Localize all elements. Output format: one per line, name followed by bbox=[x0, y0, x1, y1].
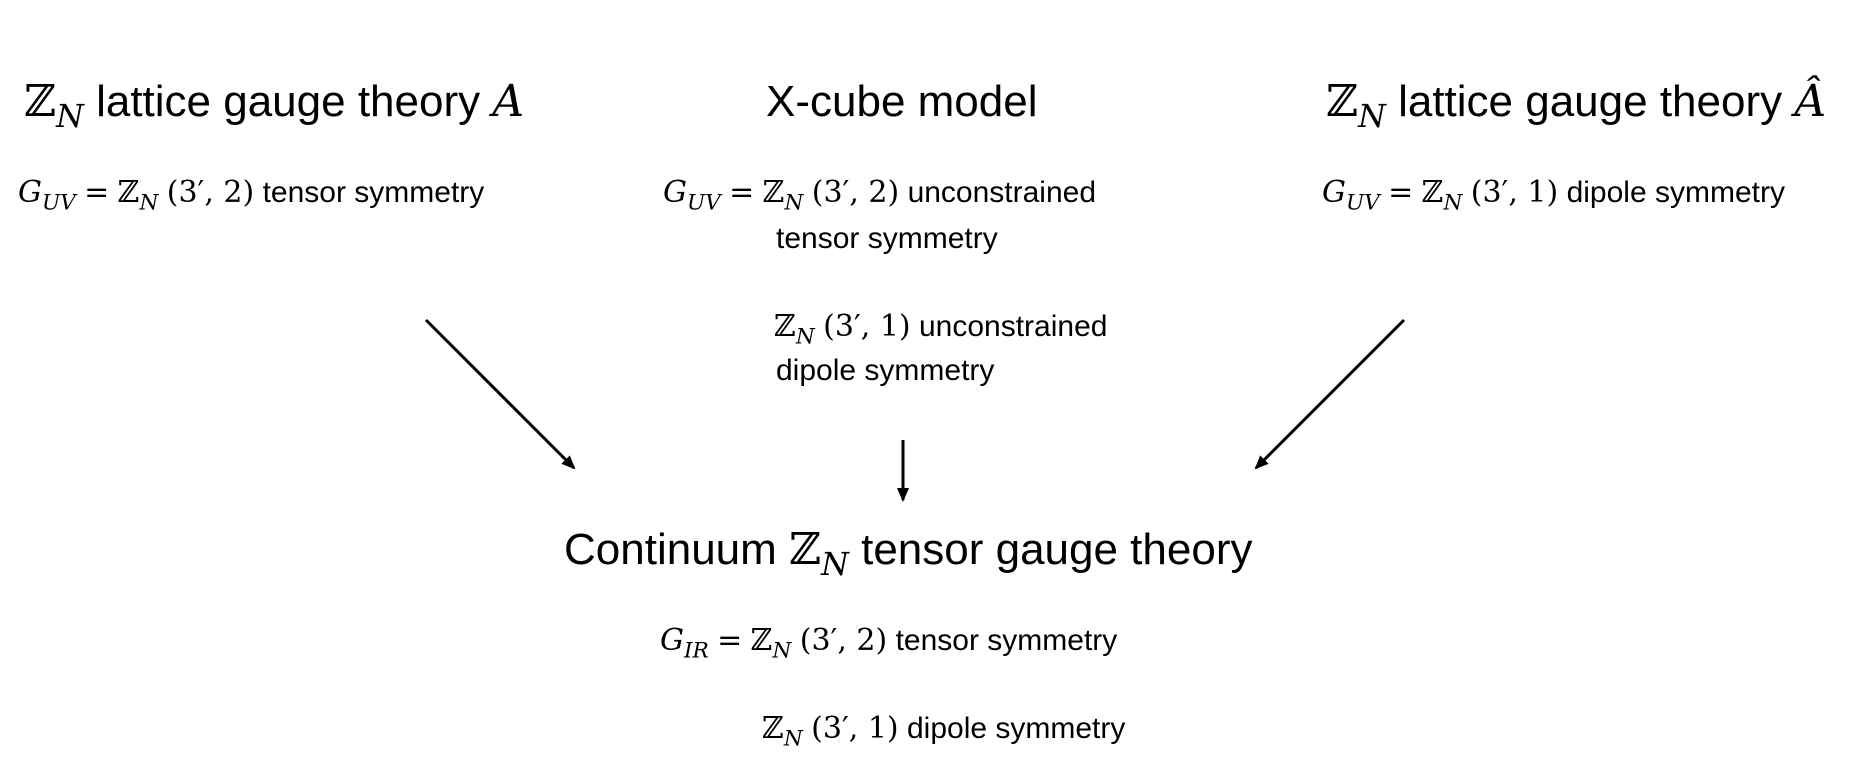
left-title-text: lattice gauge theory bbox=[96, 77, 481, 126]
left-field-symbol: A bbox=[492, 76, 525, 127]
g-symbol: G bbox=[663, 175, 687, 210]
g-symbol: G bbox=[660, 623, 684, 658]
left-symmetry-text: tensor symmetry bbox=[262, 176, 485, 209]
right-title: ℤN lattice gauge theory Â bbox=[1326, 80, 1826, 134]
bottom-line1-charge: (3′, 2) bbox=[799, 623, 888, 658]
bottom-line-1: GIR = ℤN (3′, 2) tensor symmetry bbox=[660, 626, 1117, 662]
center-line-3: ℤN (3′, 1) unconstrained bbox=[774, 312, 1107, 348]
bottom-line1-text: tensor symmetry bbox=[895, 624, 1118, 657]
uv-subscript: UV bbox=[686, 190, 721, 216]
n-subscript: N bbox=[772, 638, 792, 664]
right-symmetry-text: dipole symmetry bbox=[1566, 176, 1785, 209]
zn-symbol: ℤ bbox=[1326, 76, 1359, 127]
zn-symbol: ℤ bbox=[789, 524, 822, 575]
ir-subscript: IR bbox=[683, 638, 709, 664]
left-title: ℤN lattice gauge theory A bbox=[24, 80, 524, 134]
g-symbol: G bbox=[1322, 175, 1346, 210]
right-title-text: lattice gauge theory bbox=[1398, 77, 1783, 126]
bottom-line2-charge: (3′, 1) bbox=[811, 711, 899, 746]
zn-symbol: ℤ bbox=[117, 175, 140, 210]
center-line3-charge: (3′, 1) bbox=[823, 309, 911, 344]
left-symmetry-line: GUV = ℤN (3′, 2) tensor symmetry bbox=[18, 178, 484, 214]
uv-subscript: UV bbox=[1345, 190, 1380, 216]
zn-symbol: ℤ bbox=[762, 175, 785, 210]
n-subscript: N bbox=[1358, 99, 1386, 136]
n-subscript: N bbox=[139, 190, 159, 216]
equals-sign: = bbox=[1388, 175, 1414, 210]
center-title: X-cube model bbox=[766, 77, 1038, 126]
right-symmetry-line: GUV = ℤN (3′, 1) dipole symmetry bbox=[1322, 178, 1785, 214]
center-line-2: tensor symmetry bbox=[776, 222, 998, 255]
zn-symbol: ℤ bbox=[750, 623, 773, 658]
bottom-title-prefix: Continuum bbox=[564, 525, 777, 574]
zn-symbol: ℤ bbox=[762, 711, 784, 746]
center-line1-charge: (3′, 2) bbox=[811, 175, 900, 210]
zn-symbol: ℤ bbox=[774, 309, 796, 344]
center-line3-text: unconstrained bbox=[918, 310, 1108, 343]
uv-subscript: UV bbox=[41, 190, 76, 216]
n-subscript: N bbox=[783, 726, 803, 752]
center-line1-text: unconstrained bbox=[907, 176, 1097, 209]
bottom-line2-text: dipole symmetry bbox=[906, 712, 1126, 745]
n-subscript: N bbox=[821, 547, 849, 584]
equals-sign: = bbox=[717, 623, 743, 658]
n-subscript: N bbox=[795, 324, 815, 350]
g-symbol: G bbox=[18, 175, 42, 210]
right-field-symbol: Â bbox=[1794, 76, 1827, 127]
bottom-title: Continuum ℤN tensor gauge theory bbox=[564, 528, 1252, 582]
center-line-4: dipole symmetry bbox=[776, 354, 995, 387]
n-subscript: N bbox=[56, 99, 84, 136]
right-charge-pair: (3′, 1) bbox=[1470, 175, 1559, 210]
zn-symbol: ℤ bbox=[24, 76, 57, 127]
left-arrow bbox=[424, 318, 576, 470]
n-subscript: N bbox=[784, 190, 804, 216]
bottom-title-suffix: tensor gauge theory bbox=[861, 525, 1253, 574]
bottom-line-2: ℤN (3′, 1) dipole symmetry bbox=[762, 714, 1125, 750]
left-charge-pair: (3′, 2) bbox=[166, 175, 255, 210]
right-arrow bbox=[1254, 318, 1406, 470]
center-line-1: GUV = ℤN (3′, 2) unconstrained bbox=[663, 178, 1096, 214]
n-subscript: N bbox=[1443, 190, 1463, 216]
equals-sign: = bbox=[729, 175, 755, 210]
zn-symbol: ℤ bbox=[1421, 175, 1444, 210]
equals-sign: = bbox=[84, 175, 110, 210]
